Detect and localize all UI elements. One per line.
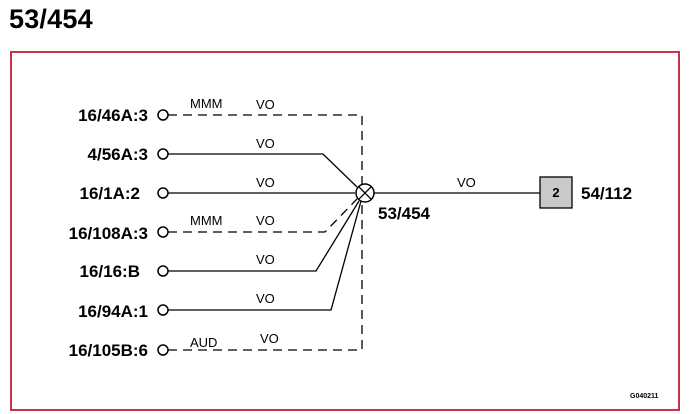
wire-line	[168, 114, 363, 191]
wire-color-label: VO	[256, 291, 275, 306]
connector-pin-box	[539, 176, 573, 209]
connector-label: 4/56A:3	[88, 145, 148, 164]
splice-label: 53/454	[378, 204, 431, 223]
terminal-circle	[157, 304, 169, 316]
diagram-frame	[10, 51, 680, 411]
connector-label: 16/94A:1	[78, 302, 148, 321]
wire-color-label: VO	[457, 175, 476, 190]
connector-16-16-b: 16/16:B VO	[80, 200, 360, 281]
wire-line	[168, 200, 362, 311]
wire-color-label: VO	[260, 331, 279, 346]
wire-tag: MMM	[190, 96, 223, 111]
terminal-circle	[157, 109, 169, 121]
target-connector: 2 54/112	[539, 176, 632, 209]
connector-label: 16/46A:3	[78, 106, 148, 125]
wire-tag: MMM	[190, 213, 223, 228]
terminal-circle	[157, 187, 169, 199]
terminal-circle	[157, 265, 169, 277]
wire-color-label: VO	[256, 136, 275, 151]
wire-line	[168, 200, 360, 272]
connector-16-46a-3: 16/46A:3 MMM VO	[78, 96, 363, 191]
wire-line	[168, 198, 358, 233]
connector-16-94a-1: 16/94A:1 VO	[78, 200, 362, 321]
wire-color-label: VO	[256, 175, 275, 190]
terminal-circle	[157, 344, 169, 356]
connector-pin-number: 2	[552, 185, 559, 200]
wire-color-label: VO	[256, 213, 275, 228]
connector-4-56a-3: 4/56A:3 VO	[88, 136, 358, 188]
connector-label: 16/1A:2	[80, 184, 140, 203]
output-wire: VO	[374, 175, 540, 194]
connector-label: 16/105B:6	[69, 341, 148, 360]
wire-line	[168, 201, 363, 351]
wire-color-label: VO	[256, 252, 275, 267]
connector-16-105b-6: 16/105B:6 AUD VO	[69, 201, 363, 360]
wire-tag: AUD	[190, 335, 217, 350]
connector-label: 16/16:B	[80, 262, 140, 281]
splice-node: 53/454	[355, 183, 431, 223]
page-title: 53/454	[9, 4, 93, 34]
terminal-circle	[157, 148, 169, 160]
wire-line	[168, 153, 358, 188]
connector-label: 16/108A:3	[69, 224, 148, 243]
terminal-circle	[157, 226, 169, 238]
diagram-code: G040211	[630, 393, 659, 400]
connector-16-1a-2: 16/1A:2 VO	[80, 175, 355, 203]
connector-16-108a-3: 16/108A:3 MMM VO	[69, 198, 358, 243]
target-label: 54/112	[581, 184, 632, 203]
wire-color-label: VO	[256, 97, 275, 112]
